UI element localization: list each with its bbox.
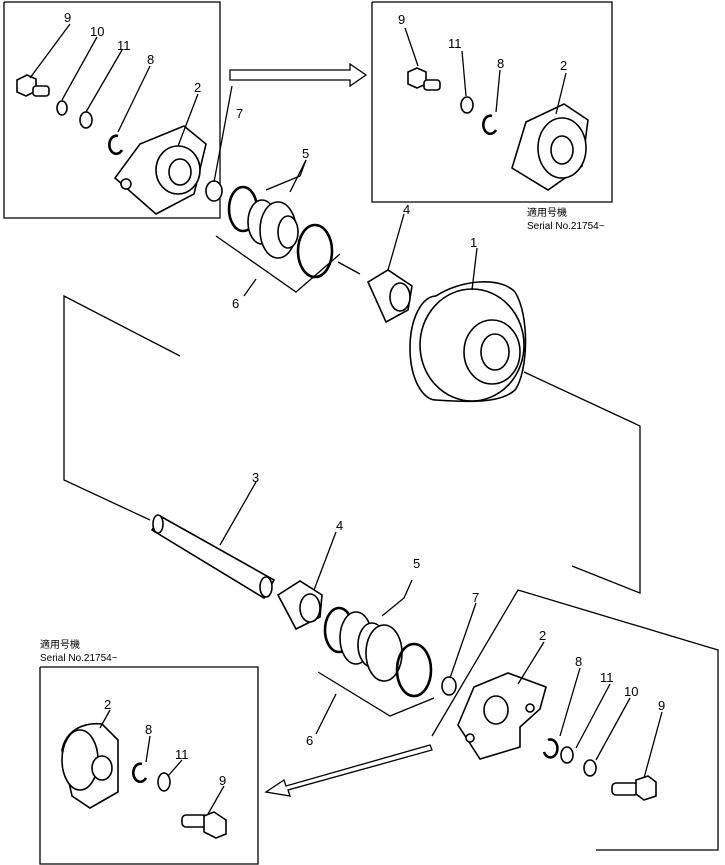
label-2: 2: [539, 628, 546, 643]
seal-ring: [395, 642, 433, 698]
bushing-part: 4: [276, 518, 343, 631]
label-8: 8: [497, 56, 504, 71]
o-ring-7: [205, 180, 223, 202]
label-6: 6: [306, 733, 313, 748]
washer-part: [157, 772, 171, 792]
label-4: 4: [336, 518, 343, 533]
label-7: 7: [236, 106, 243, 121]
arrow-left: [264, 744, 433, 797]
label-11: 11: [448, 36, 462, 51]
label-9: 9: [658, 698, 665, 713]
shaft-part: 3: [150, 470, 276, 600]
washer-part: [583, 759, 597, 777]
o-ring-7: [441, 676, 457, 696]
washer-part: [460, 96, 474, 114]
collar-part: [457, 672, 547, 760]
snap-ring-part: [542, 738, 559, 759]
washer-part: [56, 100, 68, 116]
label-10: 10: [624, 684, 638, 699]
upper-seal-group: 7 5 6: [205, 85, 341, 311]
inset-bottom-left: 2 8 11 9: [39, 666, 259, 865]
label-5: 5: [302, 146, 309, 161]
label-8: 8: [575, 654, 582, 669]
snap-ring-part: [132, 762, 148, 783]
label-3: 3: [252, 470, 259, 485]
snap-ring-part: [108, 134, 124, 155]
label-9: 9: [64, 10, 71, 25]
label-8: 8: [147, 52, 154, 67]
label-2: 2: [560, 58, 567, 73]
label-10: 10: [90, 24, 104, 39]
roller-part: 1: [409, 235, 527, 403]
bolt-part: [611, 775, 657, 801]
label-7: 7: [472, 590, 479, 605]
label-4: 4: [403, 202, 410, 217]
label-11: 11: [117, 38, 131, 53]
label-9: 9: [219, 773, 226, 788]
seal-ring: [296, 223, 334, 279]
serial-caption-bottom-jp: 適用号機: [40, 638, 80, 651]
assembly-frame-lines: [63, 294, 641, 594]
collar-part: [511, 103, 589, 191]
collar-part: [113, 125, 207, 215]
label-2: 2: [104, 697, 111, 712]
bushing-part: 4: [337, 202, 413, 324]
arrow-right: [229, 62, 368, 88]
washer-part: [79, 111, 93, 129]
label-5: 5: [413, 556, 420, 571]
label-11: 11: [600, 670, 614, 685]
snap-ring-part: [482, 114, 498, 135]
serial-caption-top-jp: 適用号機: [527, 206, 567, 219]
lower-seal-group: 5 7 6: [306, 556, 479, 748]
label-11: 11: [175, 747, 189, 762]
inset-top-left: 9 10 11 8 2: [3, 1, 221, 219]
label-6: 6: [232, 296, 239, 311]
label-8: 8: [145, 722, 152, 737]
washer-part: [560, 746, 574, 764]
serial-caption-top-en: Serial No.21754~: [527, 221, 605, 232]
bolt-part: [16, 74, 50, 97]
label-9: 9: [398, 12, 405, 27]
inset-top-right: 9 11 8 2: [371, 1, 613, 203]
collar-part: [61, 722, 119, 809]
inset-bottom-right: 2 8 11 10 9: [431, 589, 719, 851]
bolt-part: [407, 67, 441, 91]
label-2: 2: [194, 80, 201, 95]
label-1: 1: [470, 235, 477, 250]
serial-caption-bottom-en: Serial No.21754~: [40, 653, 118, 664]
bolt-part: [181, 811, 227, 839]
